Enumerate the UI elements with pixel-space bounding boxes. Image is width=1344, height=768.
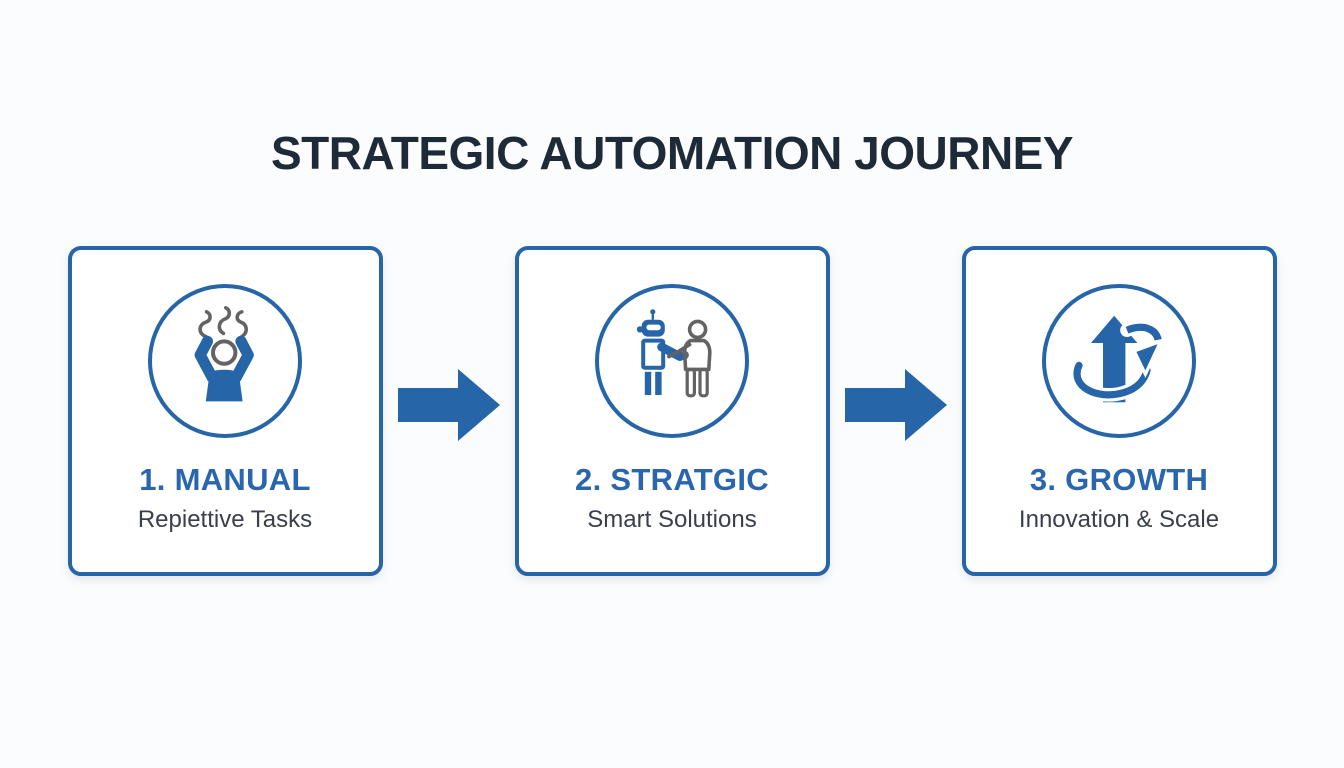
- step-icon-circle: [148, 284, 302, 438]
- frustrated-person-icon: [161, 295, 289, 428]
- right-arrow-icon: [397, 369, 500, 441]
- step-heading: 2. STRATGIC: [575, 462, 769, 497]
- robot-human-handshake-icon: [608, 295, 736, 428]
- step-subtitle: Innovation & Scale: [1018, 506, 1220, 533]
- step-icon-circle: [1042, 284, 1196, 438]
- page-title: STRATEGIC AUTOMATION JOURNEY: [270, 127, 1074, 179]
- step-card-growth: 3. GROWTH Innovation & Scale: [961, 246, 1277, 576]
- step-card-strategic: 2. STRATGIC Smart Solutions: [514, 246, 830, 576]
- step-heading: 1. MANUAL: [139, 462, 311, 497]
- step-subtitle: Smart Solutions: [587, 506, 757, 533]
- step-heading: 3. GROWTH: [1029, 462, 1209, 497]
- step-icon-circle: [595, 284, 749, 438]
- step-subtitle: Repiettive Tasks: [137, 506, 313, 533]
- right-arrow-icon: [844, 369, 947, 441]
- step-card-manual: 1. MANUAL Repiettive Tasks: [67, 246, 383, 576]
- process-flow-row: 1. MANUAL Repiettive Tasks: [0, 246, 1344, 576]
- growth-arrow-icon: [1055, 295, 1183, 428]
